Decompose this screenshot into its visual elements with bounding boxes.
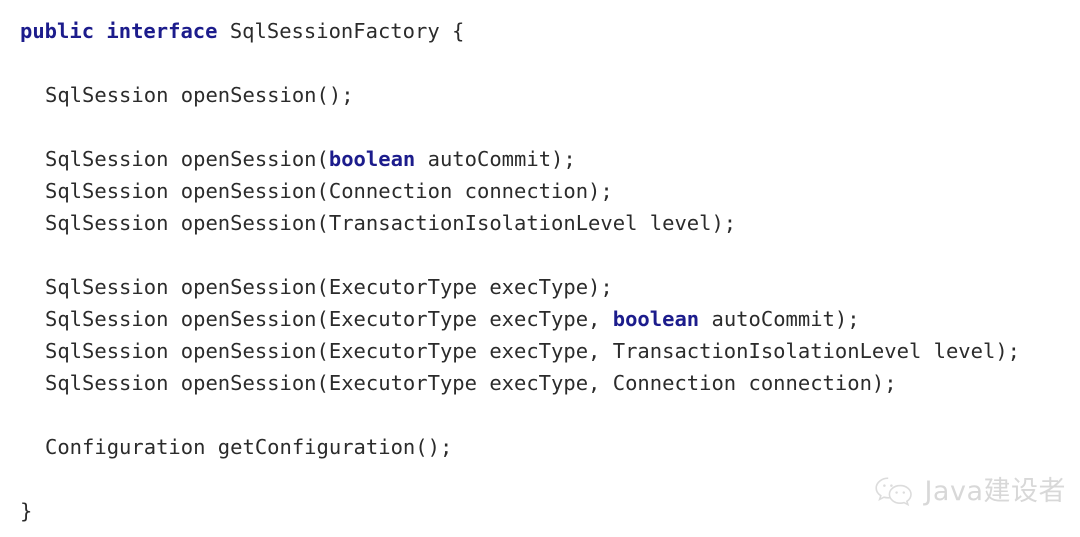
code-keyword: interface [106, 19, 218, 43]
code-line [0, 467, 45, 491]
code-text: SqlSession openSession(ExecutorType exec… [45, 275, 613, 299]
code-text: SqlSession openSession(TransactionIsolat… [45, 211, 737, 235]
code-text: SqlSession openSession(ExecutorType exec… [45, 371, 897, 395]
code-line: SqlSession openSession(Connection connec… [0, 179, 613, 203]
code-line: public interface SqlSessionFactory { [0, 19, 464, 43]
code-line [0, 403, 45, 427]
code-line [0, 51, 20, 75]
code-text: SqlSession openSession(ExecutorType exec… [45, 339, 1021, 363]
code-line: SqlSession openSession(TransactionIsolat… [0, 211, 736, 235]
code-line: } [0, 499, 32, 523]
code-text: } [20, 499, 33, 523]
code-text [94, 19, 106, 43]
code-text: SqlSession openSession( [45, 147, 329, 171]
code-keyword: public [20, 19, 95, 43]
code-keyword: boolean [612, 307, 700, 331]
code-text: autoCommit); [699, 307, 860, 331]
code-text: autoCommit); [415, 147, 576, 171]
code-line [0, 115, 45, 139]
code-text: SqlSession openSession(); [45, 83, 354, 107]
code-text: Configuration getConfiguration(); [45, 435, 453, 459]
code-text: SqlSession openSession(Connection connec… [45, 179, 613, 203]
code-line: SqlSession openSession(ExecutorType exec… [0, 275, 613, 299]
code-line: SqlSession openSession(boolean autoCommi… [0, 147, 576, 171]
code-text: SqlSession openSession(ExecutorType exec… [45, 307, 613, 331]
code-line: Configuration getConfiguration(); [0, 435, 452, 459]
code-line: SqlSession openSession(ExecutorType exec… [0, 339, 1020, 363]
code-line: SqlSession openSession(ExecutorType exec… [0, 307, 860, 331]
code-line [0, 243, 45, 267]
code-keyword: boolean [328, 147, 416, 171]
code-line: SqlSession openSession(); [0, 83, 354, 107]
code-line: SqlSession openSession(ExecutorType exec… [0, 371, 897, 395]
code-text: SqlSessionFactory { [217, 19, 465, 43]
